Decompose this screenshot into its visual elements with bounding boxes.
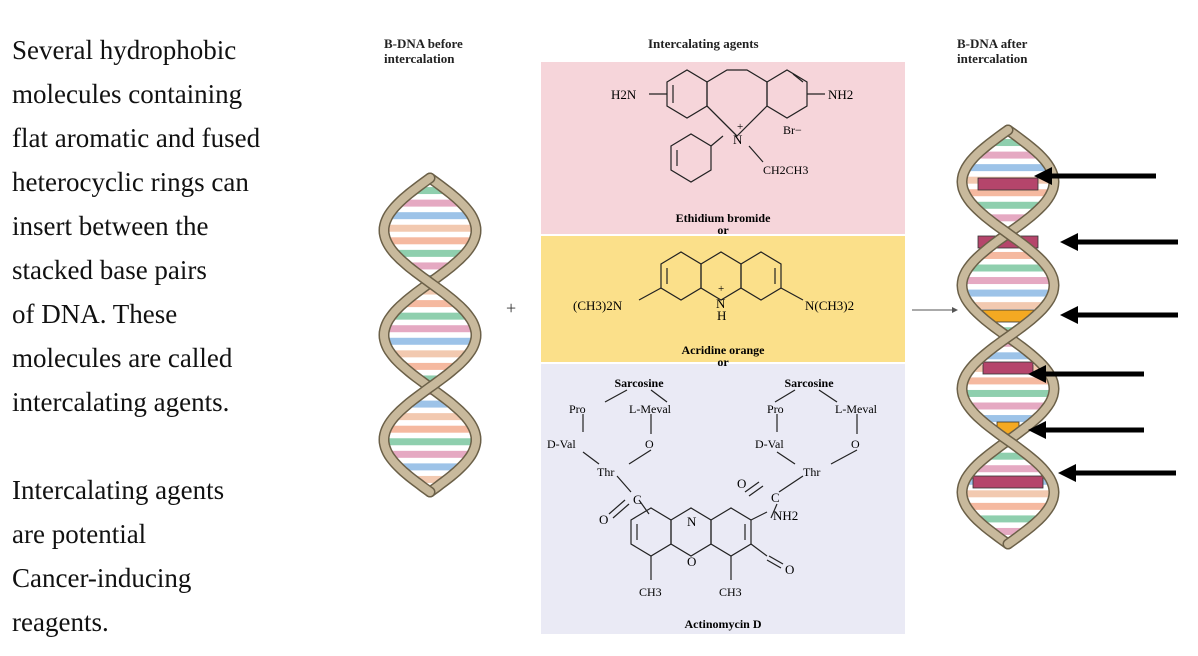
intercalator bbox=[972, 475, 1044, 489]
after-header: B-DNA after intercalation bbox=[957, 36, 1028, 66]
base-pair bbox=[385, 424, 475, 434]
description-text: Several hydrophobic molecules containing f… bbox=[12, 28, 342, 644]
text-line: reagents. bbox=[12, 607, 109, 637]
meval-left: L-Meval bbox=[629, 402, 672, 416]
ethidium-h2n: H2N bbox=[611, 87, 637, 102]
text-line: Intercalating agents bbox=[12, 475, 225, 505]
o-left: O bbox=[645, 437, 654, 451]
text-line: stacked base pairs bbox=[12, 255, 207, 285]
backbone-strand bbox=[379, 174, 481, 496]
base-pair bbox=[965, 501, 1051, 511]
o-right: O bbox=[851, 437, 860, 451]
text-line: flat aromatic and fused bbox=[12, 123, 261, 153]
or-label-1: or bbox=[717, 223, 729, 237]
dval-left: D-Val bbox=[547, 437, 576, 451]
ethidium-label: Ethidium bromide bbox=[676, 211, 771, 225]
text-line: heterocyclic rings can bbox=[12, 167, 249, 197]
base-pair bbox=[384, 336, 476, 346]
ethidium-br: Br− bbox=[783, 123, 802, 137]
base-pair bbox=[385, 236, 475, 246]
text-line: are potential bbox=[12, 519, 147, 549]
carbonyl-c-right: C bbox=[771, 490, 780, 505]
base-pair bbox=[390, 311, 470, 321]
arrow-2 bbox=[1060, 233, 1178, 251]
sarcosine-right: Sarcosine bbox=[784, 376, 834, 390]
text-line: insert between the bbox=[12, 211, 209, 241]
ethidium-panel bbox=[541, 62, 905, 234]
text-line: Several hydrophobic bbox=[12, 35, 237, 65]
arrow-1 bbox=[1034, 167, 1156, 185]
acridine-n: N bbox=[716, 296, 726, 311]
backbone-strand bbox=[957, 126, 1059, 548]
dna-after-helix bbox=[956, 124, 1060, 550]
dna-before-helix bbox=[378, 172, 482, 498]
actinomycin-structure bbox=[582, 389, 858, 580]
dval-right: D-Val bbox=[755, 437, 784, 451]
base-pair bbox=[390, 349, 470, 359]
thr-left: Thr bbox=[597, 465, 614, 479]
text-line: intercalating agents. bbox=[12, 387, 230, 417]
base-pair bbox=[394, 248, 466, 258]
base-pair bbox=[394, 412, 466, 422]
before-header-line2: intercalation bbox=[384, 51, 455, 66]
arrow-4 bbox=[1028, 365, 1144, 383]
keto-o: O bbox=[785, 562, 794, 577]
arrow-6 bbox=[1058, 464, 1176, 482]
methyl-left: CH3 bbox=[639, 585, 662, 599]
intercalation-arrows bbox=[1028, 167, 1178, 482]
arrow-3 bbox=[1060, 306, 1178, 324]
text-line: molecules are called bbox=[12, 343, 233, 373]
text-line: Cancer-inducing bbox=[12, 563, 192, 593]
ethidium-plus: + bbox=[737, 121, 743, 133]
acridine-structure bbox=[638, 251, 804, 301]
before-header-line1: B-DNA before bbox=[384, 36, 463, 51]
thr-right: Thr bbox=[803, 465, 820, 479]
ethidium-n: N bbox=[733, 132, 743, 147]
backbone-strand bbox=[379, 174, 481, 496]
after-header-line1: B-DNA after bbox=[957, 36, 1028, 51]
base-pair bbox=[387, 211, 473, 221]
plus-sign: + bbox=[506, 298, 517, 318]
actinomycin-panel bbox=[541, 364, 905, 634]
methyl-right: CH3 bbox=[719, 585, 742, 599]
carbonyl-o-left: O bbox=[599, 512, 608, 527]
after-header-line2: intercalation bbox=[957, 51, 1028, 66]
base-pair bbox=[383, 223, 477, 233]
ethidium-ethyl: CH2CH3 bbox=[763, 163, 808, 177]
intercalator bbox=[977, 177, 1039, 191]
acridine-h: H bbox=[717, 308, 726, 323]
arrow-5 bbox=[1028, 421, 1144, 439]
agents-header: Intercalating agents bbox=[648, 36, 759, 51]
intercalator bbox=[982, 361, 1034, 375]
before-header: B-DNA before intercalation bbox=[384, 36, 463, 66]
ethidium-nh2: NH2 bbox=[828, 87, 853, 102]
base-pair bbox=[384, 324, 476, 334]
actinomycin-label: Actinomycin D bbox=[685, 617, 762, 631]
acridine-left-group: (CH3)2N bbox=[573, 298, 623, 313]
text-line: of DNA. These bbox=[12, 299, 178, 329]
pro-left: Pro bbox=[569, 402, 586, 416]
base-pair bbox=[387, 449, 473, 459]
ethidium-structure bbox=[649, 69, 825, 183]
intercalation-paragraph: Several hydrophobic molecules containing f… bbox=[12, 28, 342, 424]
transition-arrow bbox=[912, 307, 958, 313]
text-line: molecules containing bbox=[12, 79, 243, 109]
chemical-structures: H2N NH2 N + Br− CH2CH3 Ethidium bromide … bbox=[547, 69, 878, 631]
or-label-2: or bbox=[717, 355, 729, 369]
meval-right: L-Meval bbox=[835, 402, 878, 416]
acridine-label: Acridine orange bbox=[682, 343, 766, 357]
ring-o: O bbox=[687, 554, 696, 569]
ring-n: N bbox=[687, 514, 697, 529]
base-pair bbox=[383, 437, 477, 447]
acridine-plus: + bbox=[718, 283, 724, 295]
pro-right: Pro bbox=[767, 402, 784, 416]
amine-nh2: NH2 bbox=[773, 508, 798, 523]
carbonyl-c-left: C bbox=[633, 492, 642, 507]
carbonyl-o-right: O bbox=[737, 476, 746, 491]
sarcosine-left: Sarcosine bbox=[614, 376, 664, 390]
acridine-right-group: N(CH3)2 bbox=[805, 298, 854, 313]
